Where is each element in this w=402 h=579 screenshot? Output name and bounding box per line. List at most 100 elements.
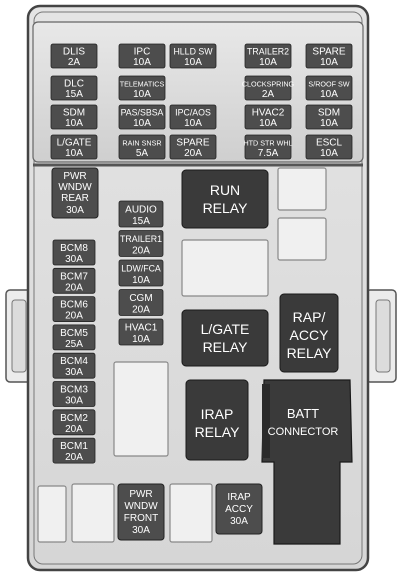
fuse-body <box>118 134 166 160</box>
empty-socket <box>277 217 327 261</box>
fuse-name: HLLD SW <box>173 47 213 57</box>
fuse-name: L/GATE <box>57 138 92 149</box>
pwr-wndw-rear-amp: 30A <box>66 205 84 216</box>
fuse-amp: 20A <box>132 304 150 315</box>
empty-socket <box>71 483 115 543</box>
fuse-amp: 20A <box>65 282 83 293</box>
empty-socket <box>181 239 269 297</box>
pwr-wndw-front-fuse: PWR WNDW FRONT 30A <box>117 483 165 541</box>
fuse-body <box>244 75 292 101</box>
empty-socket <box>169 483 213 543</box>
fuse-name: BCM2 <box>60 413 88 424</box>
pwr-wndw-rear-label: REAR <box>61 193 89 204</box>
fuse-name: S/ROOF SW <box>308 80 349 89</box>
fuse-name: CLOCKSPRING <box>242 80 295 89</box>
fuse-body <box>169 43 217 69</box>
fuse-body <box>305 43 353 69</box>
fuse-amp: 5A <box>136 148 149 159</box>
fuse-name: BCM8 <box>60 243 88 254</box>
fuse-body <box>118 75 166 101</box>
fuse-body <box>118 289 164 316</box>
fuse-amp: 10A <box>132 334 150 345</box>
fuse-amp: 25A <box>65 339 83 350</box>
fuse-amp: 30A <box>65 254 83 265</box>
run-relay-label: RELAY <box>203 200 249 216</box>
rap-accy-relay: RAP/ ACCY RELAY <box>279 293 339 373</box>
fuse-amp: 20A <box>65 452 83 463</box>
fuse-name: IPC <box>134 47 151 58</box>
fuse-name: BCM1 <box>60 441 88 452</box>
fuse-name: HTD STR WHL <box>243 139 292 148</box>
fuse-name: SDM <box>318 108 340 119</box>
pwr-wndw-front-amp: 30A <box>132 525 150 536</box>
fuse-name: HVAC2 <box>252 108 285 119</box>
fuse-name: IPC/AOS <box>175 108 211 118</box>
empty-socket <box>113 361 169 457</box>
fuse-amp: 10A <box>184 118 202 129</box>
fuse-body <box>118 200 164 228</box>
irap-accy-label: ACCY <box>225 504 253 515</box>
fuse-amp: 10A <box>320 57 338 68</box>
fuse-name: BCM7 <box>60 271 88 282</box>
bcm-fuse-group: BCM830ABCM720ABCM620ABCM525ABCM430ABCM33… <box>52 239 96 464</box>
fuse-body <box>244 134 292 160</box>
fuse-name: LDW/FCA <box>121 263 161 273</box>
pwr-wndw-front-label: WNDW <box>124 501 158 512</box>
fuse-name: ESCL <box>316 138 343 149</box>
fuse-body <box>52 437 96 464</box>
fuse-amp: 10A <box>133 89 151 100</box>
fuse-name: TRAILER2 <box>247 47 289 57</box>
fuse-amp: 10A <box>65 148 83 159</box>
lgate-relay: L/GATE RELAY <box>181 309 269 367</box>
fuse-amp: 10A <box>320 148 338 159</box>
empty-socket <box>277 167 327 211</box>
fuse-amp: 10A <box>132 275 150 286</box>
fuse-body <box>305 104 353 130</box>
fuse-amp: 10A <box>133 57 151 68</box>
batt-connector-label: CONNECTOR <box>268 426 339 438</box>
fuse-name: RAIN SNSR <box>122 139 161 148</box>
fuse-amp: 20A <box>65 424 83 435</box>
fuse-body <box>244 43 292 69</box>
fuse-body <box>244 104 292 130</box>
fuse-body <box>52 239 96 266</box>
fuse-name: BCM6 <box>60 300 88 311</box>
fuse-amp: 10A <box>320 118 338 129</box>
irap-relay: IRAP RELAY <box>185 379 249 461</box>
fuse-name: SDM <box>63 108 85 119</box>
fuse-amp: 20A <box>132 245 150 256</box>
fuse-body <box>52 296 96 323</box>
batt-connector-label: BATT <box>287 406 319 421</box>
lgate-relay-label: L/GATE <box>201 321 250 337</box>
run-relay-label: RUN <box>210 182 240 198</box>
fuse-name: SPARE <box>176 138 209 149</box>
irap-relay-label: IRAP <box>201 406 234 422</box>
rap-accy-relay-label: ACCY <box>290 327 330 343</box>
fuse-name: AUDIO <box>125 204 157 215</box>
fuse-body <box>50 43 98 69</box>
irap-accy-fuse: IRAP ACCY 30A <box>215 483 263 535</box>
